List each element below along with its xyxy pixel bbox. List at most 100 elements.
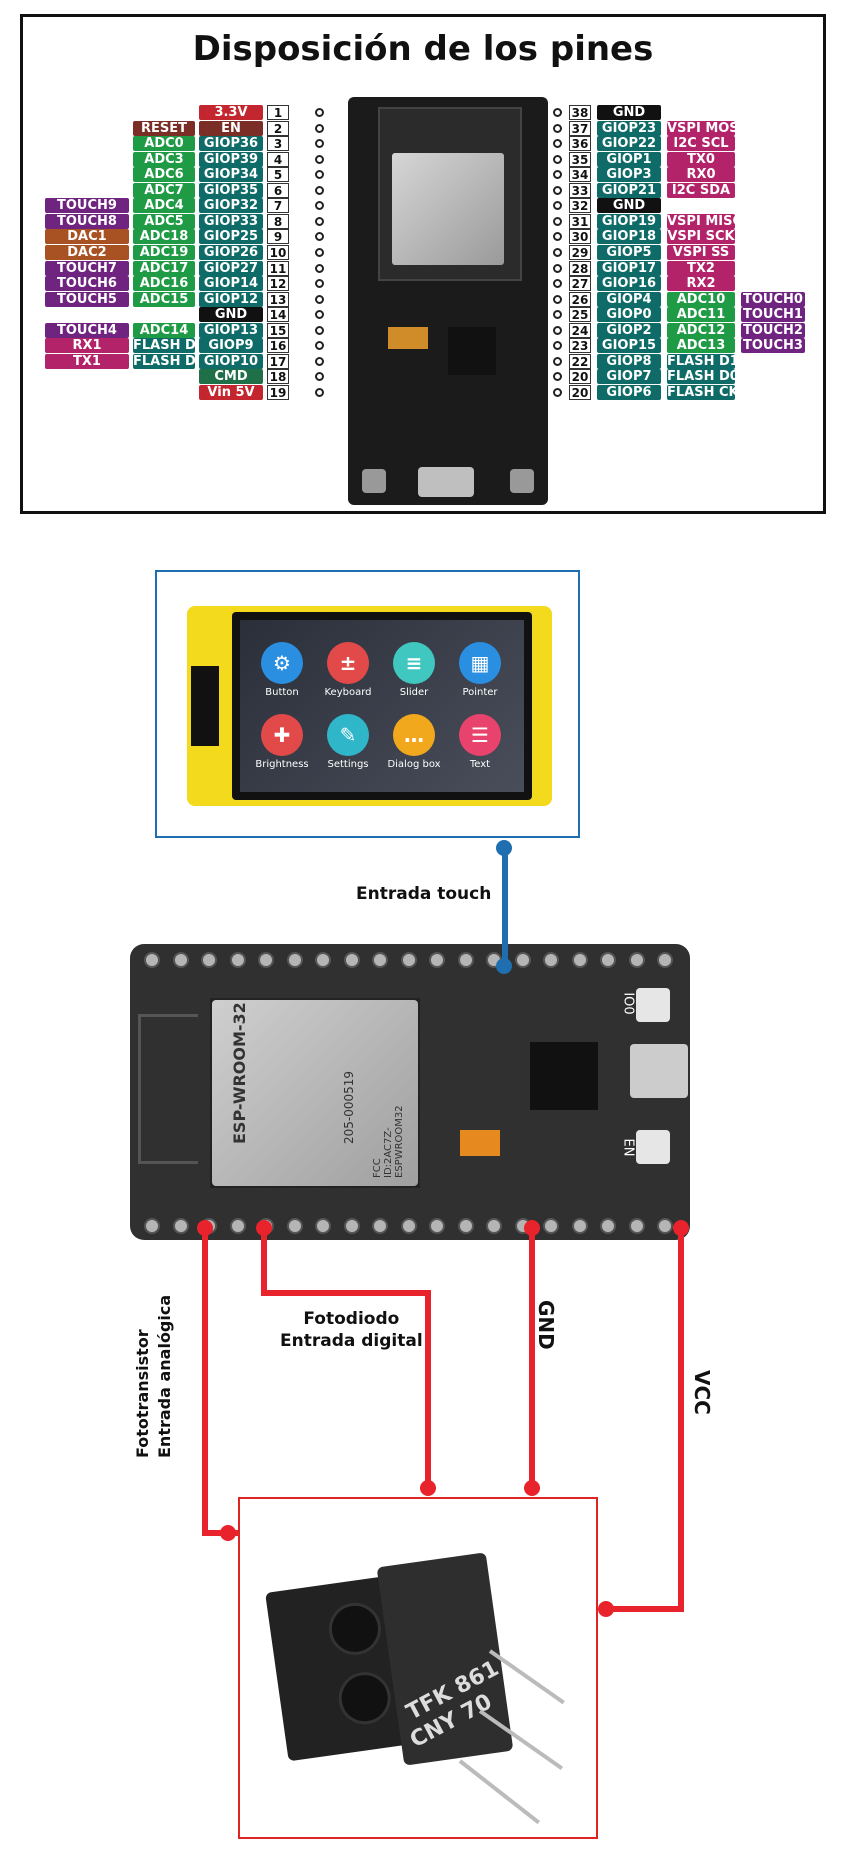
pin-function: ADC4	[133, 198, 195, 213]
pin-number: 37	[569, 121, 591, 136]
photodiode-node-sensor	[420, 1480, 436, 1496]
header-pin	[172, 1218, 189, 1234]
pin-name: GIOP1	[597, 152, 661, 167]
header-pin	[229, 1218, 246, 1234]
pin-dot	[553, 232, 562, 241]
pin-dot	[553, 155, 562, 164]
pin-dot	[553, 201, 562, 210]
pin-function: ADC3	[133, 152, 195, 167]
photodiode-node-board	[256, 1220, 272, 1236]
app-label: Text	[469, 759, 491, 770]
pinout-title: Disposición de los pines	[192, 29, 654, 69]
pin-number: 34	[569, 167, 591, 182]
cny70-sensor-box: TFK 861 CNY 70	[238, 1497, 598, 1839]
app-slider[interactable]: ≡Slider	[384, 642, 444, 698]
vcc-label: VCC	[690, 1370, 714, 1415]
pin-function: TOUCH2	[741, 323, 805, 338]
capacitor	[460, 1130, 500, 1156]
pin-dot	[553, 310, 562, 319]
header-pin	[457, 1218, 474, 1234]
app-text[interactable]: ☰Text	[450, 714, 510, 770]
pin-number: 18	[267, 369, 289, 384]
pin-name: GND	[199, 307, 263, 322]
pin-function: TX0	[667, 152, 735, 167]
header-pin	[315, 1218, 331, 1234]
pin-number: 25	[569, 307, 591, 322]
usb-port	[630, 1044, 688, 1098]
pin-function: FLASH D3	[133, 354, 195, 369]
pin-name: GIOP7	[597, 369, 661, 384]
pin-number: 4	[267, 152, 289, 167]
touch-display-box: ⚙Button±Keyboard≡Slider▦Pointer ✚Brightne…	[155, 570, 580, 838]
pin-function: ADC5	[133, 214, 195, 229]
pin-name: GIOP26	[199, 245, 263, 260]
sensor-lead-3	[458, 1759, 541, 1825]
en-label: EN	[620, 1138, 636, 1157]
pin-dot	[553, 186, 562, 195]
pin-name: GIOP18	[597, 229, 661, 244]
pin-number: 20	[569, 369, 591, 384]
pin-function: VSPI SCK	[667, 229, 735, 244]
vcc-node-board	[673, 1220, 689, 1236]
pin-number: 33	[569, 183, 591, 198]
pin-name: GIOP27	[199, 261, 263, 276]
pin-name: GIOP16	[597, 276, 661, 291]
pin-number: 2	[267, 121, 289, 136]
pin-dot	[315, 217, 324, 226]
pin-number: 23	[569, 338, 591, 353]
module-model-text: ESP-WROOM-32	[230, 1002, 249, 1144]
touch-wire	[502, 848, 508, 966]
header-pin	[628, 952, 645, 968]
pin-function: TX2	[667, 261, 735, 276]
pin-number: 1	[267, 105, 289, 120]
sensor-led-lens	[325, 1599, 385, 1659]
pin-function: TOUCH8	[45, 214, 129, 229]
pin-function: TOUCH6	[45, 276, 129, 291]
pin-number: 24	[569, 323, 591, 338]
pin-number: 32	[569, 198, 591, 213]
app-icon: ✚	[261, 714, 303, 756]
pin-name: GIOP3	[597, 167, 661, 182]
header-pin	[429, 1218, 445, 1234]
header-pin	[571, 952, 588, 968]
pin-number: 38	[569, 105, 591, 120]
app-settings[interactable]: ✎Settings	[318, 714, 378, 770]
header-pin	[600, 1218, 616, 1234]
display-screen: ⚙Button±Keyboard≡Slider▦Pointer ✚Brightne…	[232, 612, 532, 800]
pin-dot	[553, 357, 562, 366]
pin-function: ADC6	[133, 167, 195, 182]
pin-name: GIOP34	[199, 167, 263, 182]
pin-number: 5	[267, 167, 289, 182]
pin-function: TX1	[45, 354, 129, 369]
pin-number: 22	[569, 354, 591, 369]
pin-name: GIOP22	[597, 136, 661, 151]
app-icon: ≡	[393, 642, 435, 684]
pin-dot	[315, 295, 324, 304]
pin-function: FLASH CK	[667, 385, 735, 400]
app-pointer[interactable]: ▦Pointer	[450, 642, 510, 698]
antenna-trace	[138, 1014, 198, 1164]
pin-function: FLASH D1	[667, 354, 735, 369]
pin-name: GIOP23	[597, 121, 661, 136]
header-pin	[201, 952, 217, 968]
photodiode-label: Fotodiodo Entrada digital	[280, 1309, 423, 1351]
header-pin	[144, 952, 160, 968]
app-icon: ▦	[459, 642, 501, 684]
pin-function: ADC12	[667, 323, 735, 338]
app-brightness[interactable]: ✚Brightness	[252, 714, 312, 770]
app-dialog-box[interactable]: …Dialog box	[384, 714, 444, 770]
header-pin	[514, 952, 531, 968]
pin-number: 16	[267, 338, 289, 353]
esp32-board-top-view	[348, 97, 548, 505]
app-label: Button	[265, 687, 299, 698]
pin-name: GIOP21	[597, 183, 661, 198]
display-ui: ⚙Button±Keyboard≡Slider▦Pointer ✚Brightne…	[240, 620, 524, 792]
pin-number: 6	[267, 183, 289, 198]
io0-button	[636, 988, 670, 1022]
app-keyboard[interactable]: ±Keyboard	[318, 642, 378, 698]
pin-dot	[315, 139, 324, 148]
app-button[interactable]: ⚙Button	[252, 642, 312, 698]
pin-function: ADC18	[133, 229, 195, 244]
pin-function: TOUCH7	[45, 261, 129, 276]
io0-label: IO0	[620, 992, 636, 1015]
